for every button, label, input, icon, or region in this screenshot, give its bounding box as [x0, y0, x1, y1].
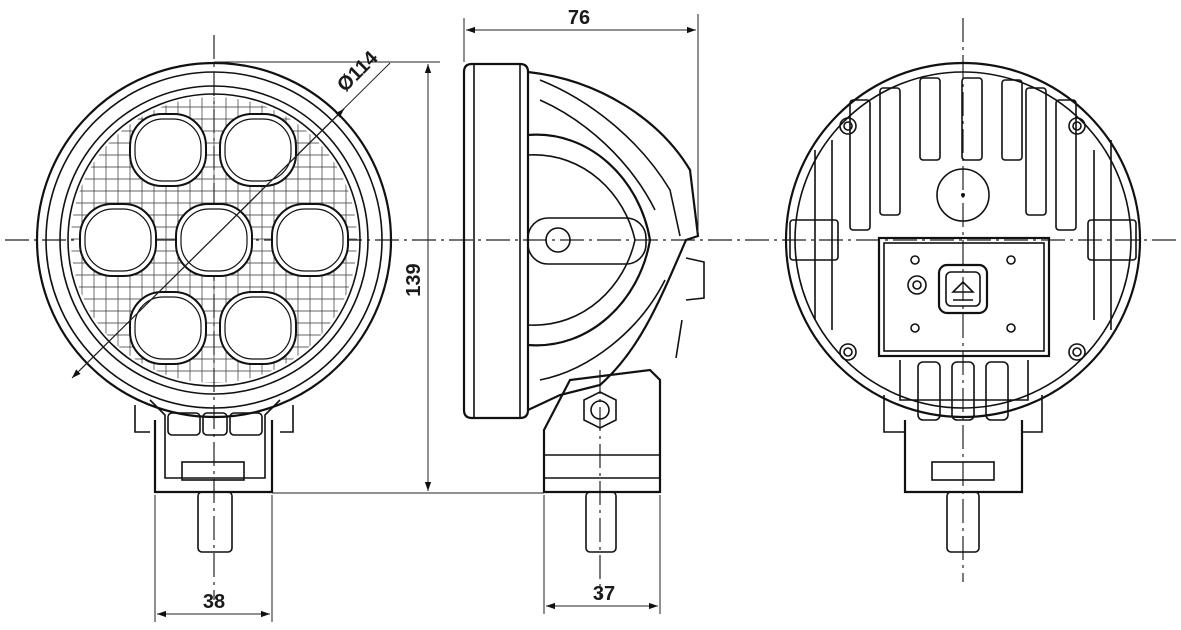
- front-view: [35, 61, 393, 553]
- screw-1: [839, 117, 857, 135]
- side-bracket-label: 37: [593, 583, 615, 605]
- front-mount-bracket: [134, 399, 294, 553]
- diameter-label: Ø114: [333, 46, 383, 96]
- led-lens-6: [129, 291, 207, 365]
- led-lens-4: [175, 203, 253, 277]
- led-lens-1: [129, 113, 207, 187]
- led-lens-3: [79, 203, 157, 277]
- screw-2: [1068, 117, 1086, 135]
- fin: [961, 77, 983, 161]
- side-tab-right: [1087, 219, 1137, 261]
- side-view: [462, 62, 705, 553]
- fin: [849, 99, 871, 231]
- cooling-fins: [789, 77, 1137, 330]
- screw-4: [1068, 343, 1086, 361]
- fin: [1055, 99, 1077, 231]
- fin: [919, 77, 941, 161]
- dimension-height: 139: [214, 61, 544, 494]
- fin: [1001, 79, 1023, 161]
- dimension-front-bracket: 38: [154, 495, 273, 622]
- dimension-depth: 76: [463, 7, 699, 232]
- led-lens-2: [219, 113, 297, 187]
- depth-label: 76: [568, 7, 590, 29]
- dimension-side-bracket: 37: [543, 495, 661, 614]
- fin: [879, 87, 901, 216]
- rear-view: [784, 61, 1142, 553]
- side-tab-left: [789, 219, 839, 261]
- fin: [1025, 87, 1047, 216]
- height-label: 139: [403, 263, 425, 296]
- led-lenses: [79, 108, 349, 371]
- screw-3: [839, 343, 857, 361]
- led-lens-5: [271, 203, 349, 277]
- screws: [839, 117, 1086, 361]
- front-bracket-label: 38: [203, 591, 225, 613]
- led-lens-7: [219, 291, 297, 365]
